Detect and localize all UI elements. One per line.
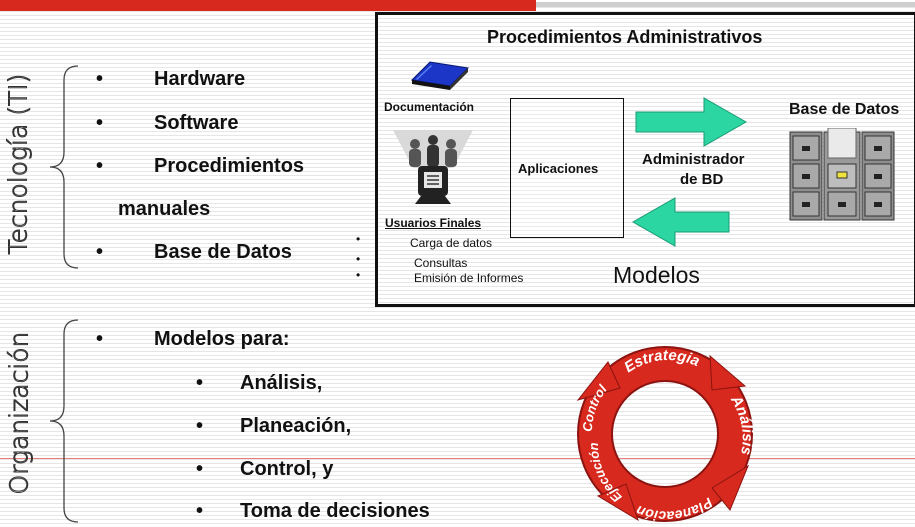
item-analisis: Análisis, [240, 372, 323, 394]
item-procedimientos: Procedimientos [154, 155, 305, 177]
aplicaciones-box [510, 98, 624, 238]
brace-organizacion [49, 319, 79, 523]
aplicaciones-label: Aplicaciones [518, 161, 599, 176]
documentacion-label: Documentación [384, 100, 475, 114]
side-label-organizacion: Organización [4, 331, 34, 495]
bullet: • [96, 68, 104, 90]
top-red-bar [0, 0, 536, 11]
item-modelos-para: Modelos para: [154, 328, 290, 350]
item-manuales: manuales [118, 198, 211, 220]
bullet: • [96, 328, 104, 350]
use-emision-de-informes: Emisión de Informes [414, 271, 524, 285]
bullet: • [96, 241, 104, 263]
usuarios-finales-label: Usuarios Finales [385, 216, 482, 230]
item-toma-de-decisiones: Toma de decisiones [240, 500, 430, 522]
management-cycle-diagram: Estrategia Análisis Planeación Ejecución… [576, 346, 756, 525]
modelos-label: Modelos [613, 262, 700, 288]
base-de-datos-label: Base de Datos [789, 101, 900, 118]
bullet: • [196, 500, 204, 522]
item-software: Software [154, 112, 239, 134]
use-carga-de-datos: Carga de datos [410, 236, 493, 250]
bullet: • [196, 372, 204, 394]
administrador-label-line1: Administrador [642, 151, 745, 168]
side-label-tecnologia: Tecnología (TI) [3, 73, 33, 255]
bullet: • [196, 415, 204, 437]
divider-line [0, 458, 915, 459]
filing-cabinet-icon [789, 128, 895, 221]
book-icon [410, 61, 470, 90]
top-grey-bar [536, 2, 915, 7]
procedimientos-title: Procedimientos Administrativos [487, 27, 763, 47]
bullet: • [96, 155, 104, 177]
item-control: Control, y [240, 458, 334, 480]
users-group-icon [393, 130, 473, 204]
brace-tecnologia [49, 65, 79, 269]
item-hardware: Hardware [154, 68, 246, 90]
administrador-label-line2: de BD [680, 171, 724, 188]
dot-marker: • [356, 232, 361, 246]
use-consultas: Consultas [414, 256, 468, 270]
item-base-de-datos: Base de Datos [154, 241, 292, 263]
arrow-right-icon [635, 97, 748, 147]
bullet: • [96, 112, 104, 134]
arrow-left-icon [631, 197, 730, 247]
dot-marker: • [356, 268, 361, 282]
bullet: • [196, 458, 204, 480]
item-planeacion: Planeación, [240, 415, 352, 437]
dot-marker: • [356, 252, 361, 266]
